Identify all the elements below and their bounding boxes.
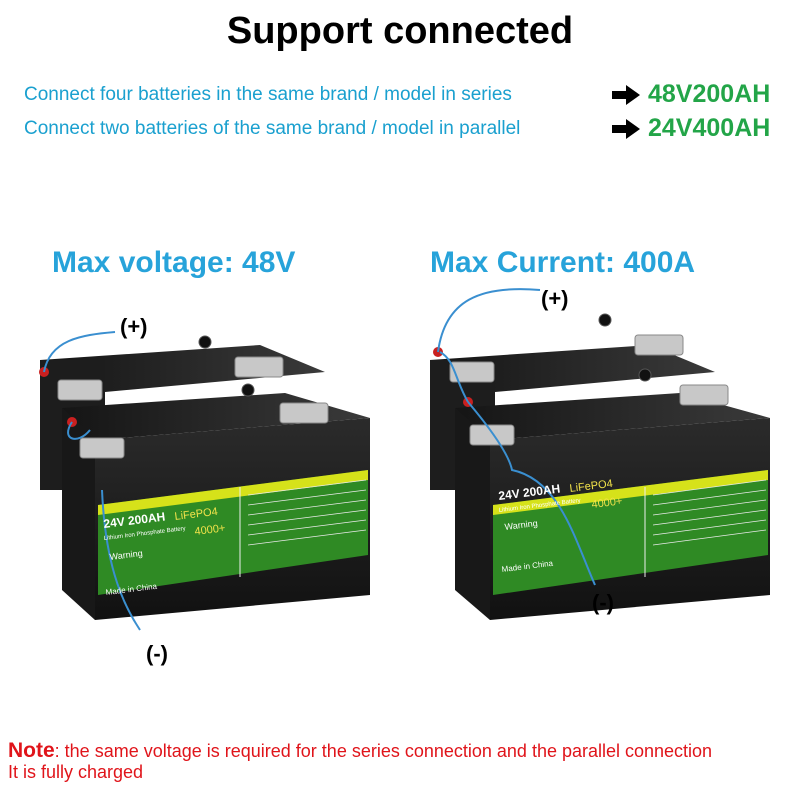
left-positive-label: (+) — [120, 314, 148, 339]
parallel-connection-text: Connect two batteries of the same brand … — [24, 118, 521, 139]
note-line-1: : the same voltage is required for the s… — [54, 741, 713, 761]
arrow-right-icon — [612, 119, 640, 139]
series-result-value: 48V200AH — [648, 80, 771, 108]
battery-chemistry-text: LiFePO4 — [174, 506, 219, 523]
max-voltage-heading: Max voltage: 48V — [52, 246, 296, 279]
page-title: Support connected — [226, 10, 574, 52]
note-label: Note — [8, 739, 55, 762]
battery-chemistry-text: LiFePO4 — [569, 478, 614, 495]
battery-warning-text: Warning — [504, 518, 538, 532]
series-connection-text: Connect four batteries in the same brand… — [24, 84, 512, 105]
battery-cycles-text: 4000+ — [194, 522, 226, 538]
battery-cycles-text: 4000+ — [591, 495, 623, 511]
left-negative-label: (-) — [146, 641, 168, 666]
right-battery-pair — [430, 288, 770, 620]
parallel-result-value: 24V400AH — [648, 114, 771, 142]
note-text: Note: the same voltage is required for t… — [8, 740, 712, 783]
battery-warning-text: Warning — [109, 548, 143, 562]
max-current-heading: Max Current: 400A — [430, 246, 696, 279]
arrow-right-icon — [612, 85, 640, 105]
right-positive-label: (+) — [541, 286, 569, 311]
right-negative-label: (-) — [592, 590, 614, 615]
left-battery-pair — [39, 331, 370, 631]
note-line-2: It is fully charged — [8, 762, 144, 782]
